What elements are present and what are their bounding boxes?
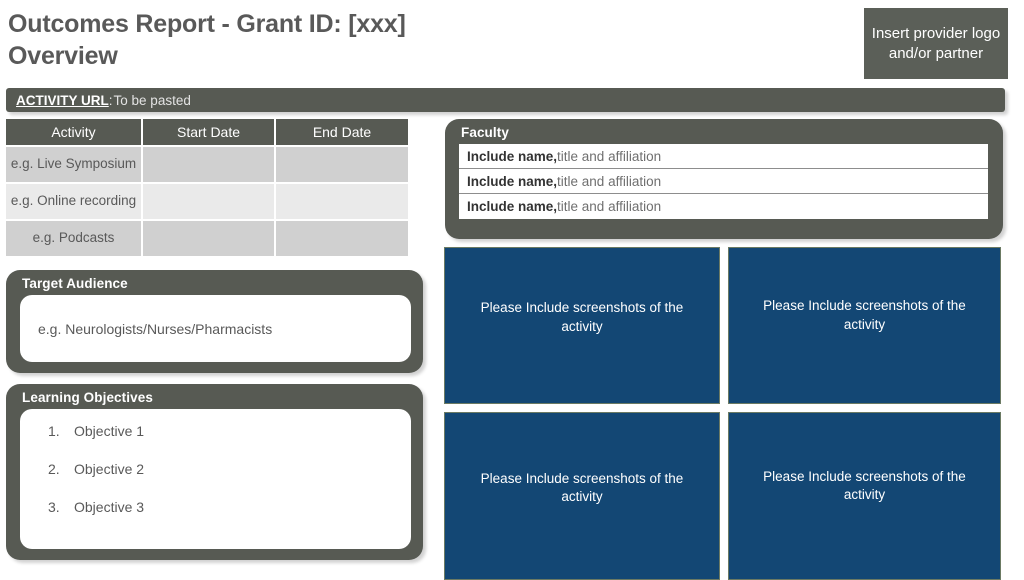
objective-number: 3. xyxy=(48,499,60,515)
screenshot-placeholder-2[interactable]: Please Include screenshots of the activi… xyxy=(728,247,1001,404)
column-header-activity: Activity xyxy=(6,119,143,147)
cell-activity[interactable]: e.g. Podcasts xyxy=(6,220,143,258)
column-header-start-date: Start Date xyxy=(142,119,276,147)
column-header-end-date: End Date xyxy=(275,119,408,147)
list-item[interactable]: 3. Objective 3 xyxy=(20,499,411,515)
activity-url-separator: : xyxy=(108,92,113,108)
objective-text: Objective 3 xyxy=(74,499,145,515)
objective-number: 2. xyxy=(48,461,60,477)
faculty-name: Include name, xyxy=(467,199,558,214)
provider-logo-placeholder[interactable]: Insert provider logo and/or partner xyxy=(864,8,1008,79)
target-audience-value[interactable]: e.g. Neurologists/Nurses/Pharmacists xyxy=(20,295,411,362)
cell-start-date[interactable] xyxy=(142,220,276,258)
faculty-panel-title: Faculty xyxy=(461,125,509,140)
screenshot-placeholder-text: Please Include screenshots of the activi… xyxy=(480,300,684,334)
cell-end-date[interactable] xyxy=(275,220,408,258)
screenshot-placeholder-3[interactable]: Please Include screenshots of the activi… xyxy=(444,412,720,580)
objective-text: Objective 1 xyxy=(74,423,145,439)
cell-end-date[interactable] xyxy=(275,146,408,184)
list-item[interactable]: 1. Objective 1 xyxy=(20,423,411,439)
cell-activity[interactable]: e.g. Live Symposium xyxy=(6,146,143,184)
faculty-list: Include name, title and affiliation Incl… xyxy=(459,144,988,219)
faculty-row[interactable]: Include name, title and affiliation xyxy=(459,144,988,169)
table-header-row: Activity Start Date End Date xyxy=(6,119,408,147)
faculty-panel: Faculty Include name, title and affiliat… xyxy=(445,119,1003,239)
objective-number: 1. xyxy=(48,423,60,439)
learning-objectives-panel: Learning Objectives 1. Objective 1 2. Ob… xyxy=(6,384,423,560)
faculty-name: Include name, xyxy=(467,173,558,189)
faculty-detail: title and affiliation xyxy=(557,148,662,164)
faculty-name: Include name, xyxy=(467,148,558,164)
activity-table: Activity Start Date End Date e.g. Live S… xyxy=(6,119,408,258)
list-item[interactable]: 2. Objective 2 xyxy=(20,461,411,477)
activity-url-label: ACTIVITY URL xyxy=(16,92,109,108)
screenshot-placeholder-text: Please Include screenshots of the activi… xyxy=(763,468,966,502)
screenshot-placeholder-text: Please Include screenshots of the activi… xyxy=(763,298,966,332)
screenshot-placeholder-text: Please Include screenshots of the activi… xyxy=(480,470,684,504)
table-row: e.g. Online recording xyxy=(6,183,408,221)
learning-objectives-title: Learning Objectives xyxy=(22,390,153,405)
learning-objectives-list: 1. Objective 1 2. Objective 2 3. Objecti… xyxy=(20,409,411,549)
screenshot-placeholder-1[interactable]: Please Include screenshots of the activi… xyxy=(444,247,720,404)
cell-start-date[interactable] xyxy=(142,146,276,184)
provider-logo-placeholder-text: Insert provider logo and/or partner xyxy=(871,24,1001,62)
screenshot-placeholder-4[interactable]: Please Include screenshots of the activi… xyxy=(728,412,1001,580)
cell-start-date[interactable] xyxy=(142,183,276,221)
faculty-detail: title and affiliation xyxy=(557,173,662,189)
cell-end-date[interactable] xyxy=(275,183,408,221)
target-audience-title: Target Audience xyxy=(22,276,128,291)
table-row: e.g. Live Symposium xyxy=(6,146,408,184)
page-title: Outcomes Report - Grant ID: [xxx] Overvi… xyxy=(8,10,406,70)
activity-url-value[interactable]: To be pasted xyxy=(113,92,191,108)
objective-text: Objective 2 xyxy=(74,461,145,477)
table-row: e.g. Podcasts xyxy=(6,220,408,258)
cell-activity[interactable]: e.g. Online recording xyxy=(6,183,143,221)
activity-url-bar[interactable]: ACTIVITY URL : To be pasted xyxy=(6,88,1005,112)
faculty-row[interactable]: Include name, title and affiliation xyxy=(459,194,988,219)
target-audience-panel: Target Audience e.g. Neurologists/Nurses… xyxy=(6,270,423,373)
faculty-detail: title and affiliation xyxy=(557,199,662,214)
faculty-row[interactable]: Include name, title and affiliation xyxy=(459,169,988,194)
